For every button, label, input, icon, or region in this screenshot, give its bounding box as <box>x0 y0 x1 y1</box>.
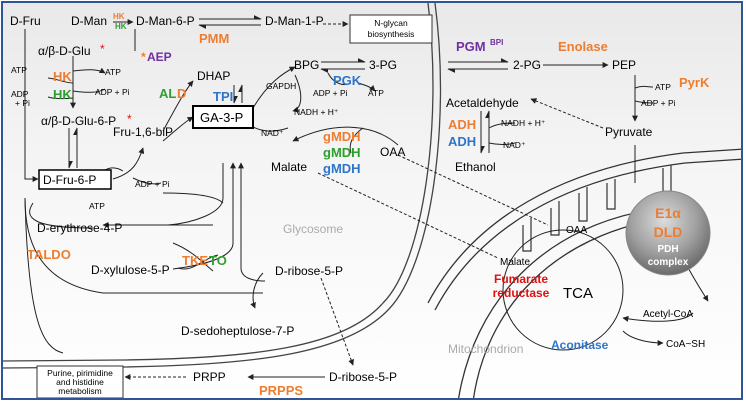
met-d-sedoheptulose-7-p: D-sedoheptulose-7-P <box>181 324 294 338</box>
cof-atp-1: ATP <box>11 65 27 75</box>
met-prpp: PRPP <box>193 370 226 384</box>
pdh-label-2: complex <box>648 257 689 268</box>
mitochondrion-membrane <box>427 148 741 398</box>
purine-box <box>36 365 124 398</box>
cof-adp-pi-5: ADP + Pi <box>641 98 676 108</box>
enz-aconitase: Aconitase <box>551 338 609 352</box>
enz-hk-small-1: HK <box>113 12 125 21</box>
met-d-man: D-Man <box>71 14 107 28</box>
met-ethanol: Ethanol <box>455 160 496 174</box>
enz-adh-2: ADH <box>448 134 476 149</box>
met-d-fru: D-Fru <box>10 14 41 28</box>
enz-tpi: TPI <box>213 89 233 104</box>
cof-atp-4: ATP <box>368 88 384 98</box>
pdh-label-1: PDH <box>657 244 678 255</box>
met-pyruvate: Pyruvate <box>605 125 653 139</box>
enz-hk-1: HK <box>53 69 72 84</box>
cof-adp-pi-4: ADP + Pi <box>313 88 348 98</box>
enz-gmdh-1: gMDH <box>323 129 361 144</box>
met-d-erythrose-4-p: D-erythrose-4-P <box>37 221 122 235</box>
purine-label-2: and histidine <box>56 377 104 387</box>
ga-3-p-box <box>192 105 254 129</box>
met-d-man-6-p: D-Man-6-P <box>136 14 195 28</box>
enz-prpps: PRPPS <box>259 383 303 398</box>
pathway-arrows <box>24 15 709 380</box>
enz-taldo: TALDO <box>27 247 71 262</box>
cof-adp-1: ADP <box>11 89 29 99</box>
cof-pi-1: + Pi <box>15 98 30 108</box>
enz-gmdh-2: gMDH <box>323 145 361 160</box>
fru-6-p-box <box>38 169 112 190</box>
met-acetyl-coa: Acetyl-CoA <box>643 309 693 320</box>
label-tca: TCA <box>563 285 593 302</box>
met-malate-glyco: Malate <box>271 160 307 174</box>
cof-atp-2: ATP <box>105 67 121 77</box>
n-glycan-box <box>349 14 433 44</box>
met-ab-d-glu: α/β-D-Glu <box>38 44 91 58</box>
met-2-pg: 2-PG <box>513 58 541 72</box>
cof-nad-2: NAD⁺ <box>503 140 526 150</box>
label-mitochondrion: Mitochondrion <box>448 342 523 356</box>
enz-aep: AEP <box>147 50 172 64</box>
met-d-man-1-p: D-Man-1-P <box>265 14 324 28</box>
n-glycan-label-2: biosynthesis <box>368 29 415 39</box>
enz-pgm-bpi: BPI <box>490 38 503 47</box>
cof-adp-pi-3: ADP + Pi <box>135 179 170 189</box>
met-dhap: DHAP <box>197 69 230 83</box>
met-bpg: BPG <box>294 58 319 72</box>
cof-atp-3: ATP <box>89 201 105 211</box>
enz-gmdh-3: gMDH <box>323 161 361 176</box>
cof-gapdh: GAPDH <box>266 81 296 91</box>
label-glycosome: Glycosome <box>283 222 343 236</box>
met-d-ribose-5-p-a: D-ribose-5-P <box>275 264 343 278</box>
purine-label-1: Purine, pirimidine <box>47 368 113 378</box>
met-malate-mito: Malate <box>500 257 530 268</box>
enz-aep-asterisk: * <box>141 50 146 64</box>
met-fru-16-bip: Fru-1,6-biP <box>113 125 173 139</box>
n-glycan-label-1: N-glycan <box>374 18 408 28</box>
enz-tketo-to: TO <box>209 253 227 268</box>
cof-adp-pi-2: ADP + Pi <box>95 87 130 97</box>
met-acetaldehyde: Acetaldehyde <box>446 96 519 110</box>
enz-fumarate-reductase-1: Fumarate <box>494 272 548 286</box>
cof-nadh-1: NADH + H⁺ <box>294 107 339 117</box>
cof-nad-1: NAD⁺ <box>261 128 284 138</box>
enz-dld: DLD <box>654 224 683 240</box>
met-oaa-glyco: OAA <box>380 145 405 159</box>
met-ga-3-p: GA-3-P <box>200 110 243 125</box>
enz-adh-1: ADH <box>448 117 476 132</box>
enz-pyrk: PyrK <box>679 75 710 90</box>
cof-atp-5: ATP <box>655 82 671 92</box>
enz-hk-2: HK <box>53 87 72 102</box>
glycosome-membrane <box>3 3 442 369</box>
glu-asterisk: * <box>100 42 105 56</box>
met-d-fru-6-p: D-Fru-6-P <box>43 173 96 187</box>
enz-tketo-tke: TKE <box>182 253 208 268</box>
enz-e1a: E1α <box>655 205 681 221</box>
enz-ald-d: D <box>177 86 186 101</box>
met-coa-sh: CoA~SH <box>666 339 705 350</box>
met-ab-d-glu-6-p: α/β-D-Glu-6-P <box>41 114 116 128</box>
enz-enolase: Enolase <box>558 39 608 54</box>
purine-label-3: metabolism <box>58 386 101 396</box>
enz-ald-a: AL <box>159 86 176 101</box>
pdh-complex-sphere <box>625 190 711 276</box>
met-d-xylulose-5-p: D-xylulose-5-P <box>91 263 170 277</box>
glu6p-asterisk: * <box>127 112 132 126</box>
enz-pmm: PMM <box>199 31 229 46</box>
cof-nadh-2: NADH + H⁺ <box>501 118 546 128</box>
enz-pgm: PGM <box>456 39 486 54</box>
met-pep: PEP <box>612 58 636 72</box>
met-oaa-mito: OAA <box>566 225 587 236</box>
met-3-pg: 3-PG <box>369 58 397 72</box>
enz-fumarate-reductase-2: reductase <box>493 286 550 300</box>
enz-pgk: PGK <box>333 73 362 88</box>
enz-hk-small-2: HK <box>115 22 127 31</box>
pathway-svg: N-glycan biosynthesis Purine, pirimidine… <box>3 3 741 398</box>
met-d-ribose-5-p-b: D-ribose-5-P <box>329 370 397 384</box>
